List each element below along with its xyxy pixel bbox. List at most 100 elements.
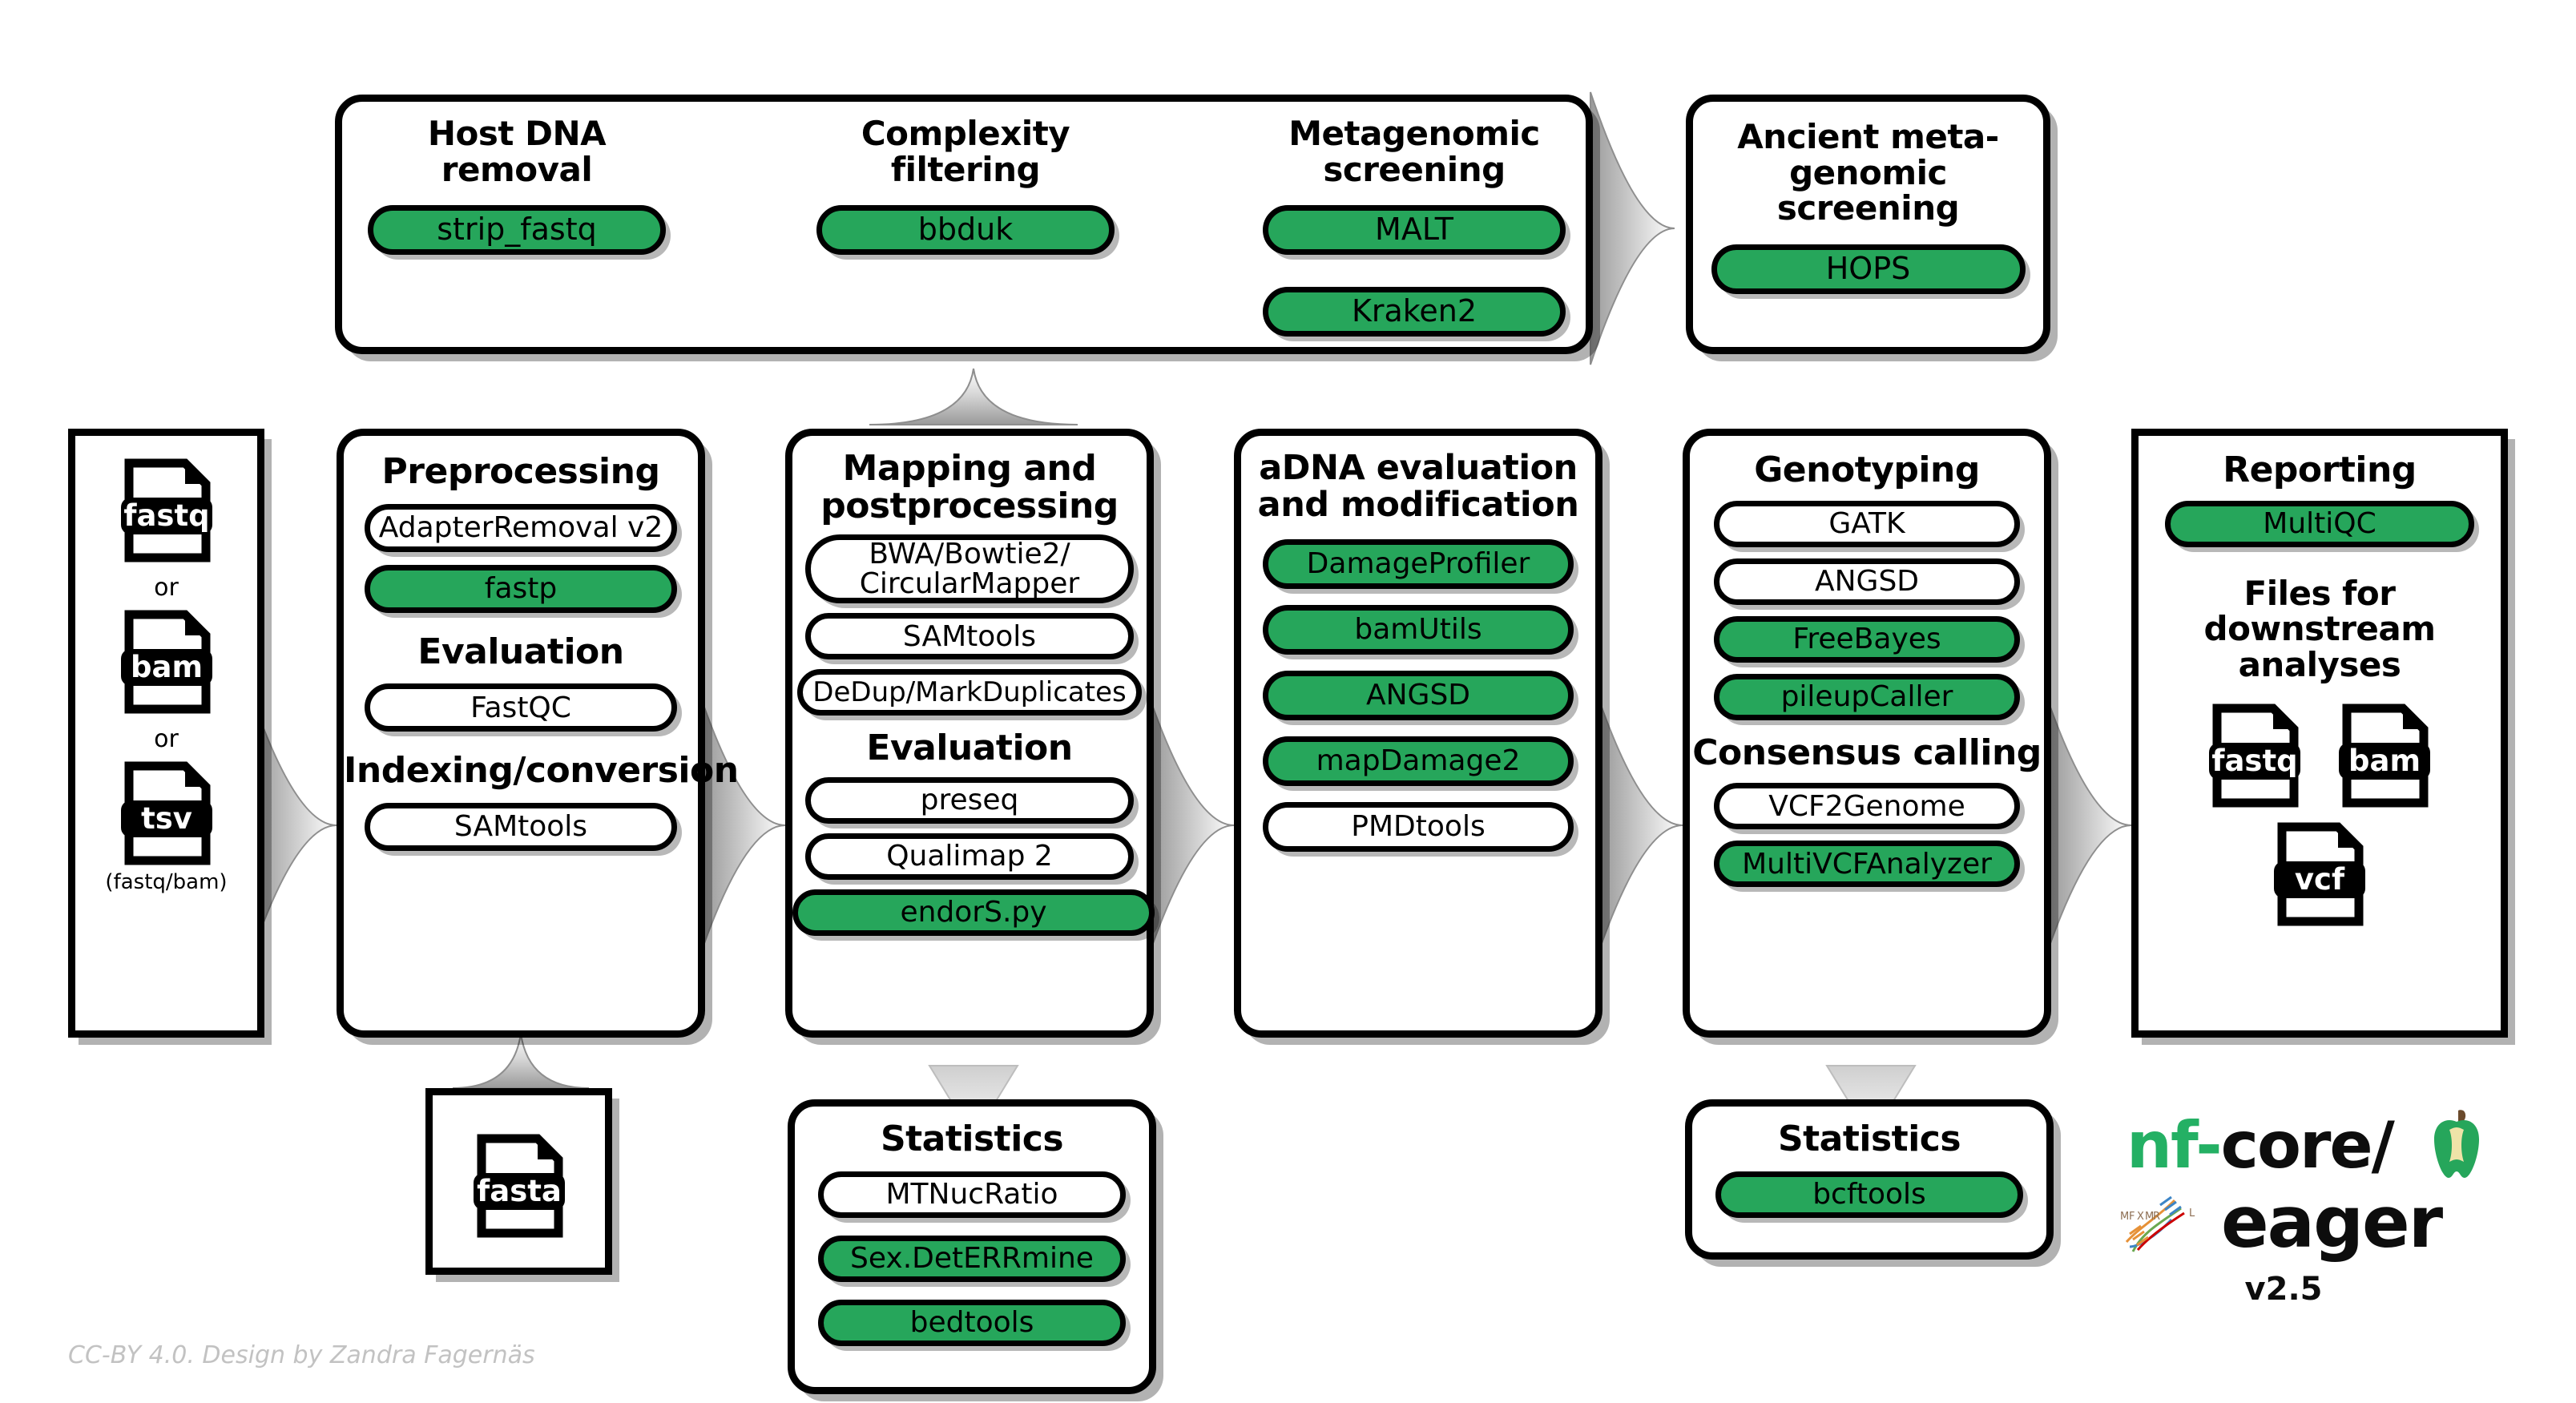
logo-text-core: core/ — [2220, 1108, 2395, 1183]
panel-title: Genotyping — [1754, 450, 1980, 490]
arrow-genotyping-to-reporting — [2049, 704, 2132, 946]
svg-text:M: M — [2145, 1211, 2154, 1223]
tool-pill-vcf2genome[interactable]: VCF2Genome — [1714, 783, 2020, 830]
tool-pill-sex-deterrmine[interactable]: Sex.DetERRmine — [818, 1235, 1126, 1282]
tool-pill-angsd[interactable]: ANGSD — [1714, 558, 2020, 605]
title-line: postprocessing — [820, 485, 1119, 526]
tool-label: DamageProfiler — [1306, 547, 1530, 581]
tool-pill-samtools[interactable]: SAMtools — [365, 802, 677, 851]
input-separator-2: or — [154, 725, 179, 753]
panel-input-files[interactable]: fastq or bam or tsv (fastq/bam) — [68, 429, 264, 1038]
tool-pill-angsd[interactable]: ANGSD — [1263, 671, 1574, 721]
tool-label: fastp — [484, 571, 558, 605]
svg-text:F: F — [2129, 1211, 2135, 1223]
file-icon-vcf: vcf — [2272, 822, 2367, 926]
tool-pill-freebayes[interactable]: FreeBayes — [1714, 615, 2020, 663]
title-line: Files for downstream — [2203, 573, 2437, 649]
column-title: Complexity filtering — [809, 115, 1122, 189]
svg-text:fastq: fastq — [2211, 744, 2297, 778]
arrow-mapping-to-screening — [869, 368, 1078, 425]
tool-pill-malt[interactable]: MALT — [1263, 205, 1566, 256]
tool-pill-qualimap2[interactable]: Qualimap 2 — [805, 833, 1134, 880]
column-title: Metagenomic screening — [1258, 115, 1570, 189]
tool-label: DeDup/MarkDuplicates — [812, 675, 1127, 708]
title-line: and modification — [1257, 484, 1579, 525]
tool-pill-endors-py[interactable]: endorS.py — [792, 889, 1155, 936]
svg-text:fasta: fasta — [477, 1174, 562, 1208]
tool-pill-adapterremoval[interactable]: AdapterRemoval v2 — [365, 503, 677, 552]
tool-pill-pmdtools[interactable]: PMDtools — [1263, 802, 1574, 853]
tool-pill-multiqc[interactable]: MultiQC — [2165, 500, 2474, 547]
tool-pill-fastp[interactable]: fastp — [365, 564, 677, 613]
title-line: Mapping and — [842, 448, 1097, 489]
title-line: analyses — [2238, 644, 2401, 684]
tool-pill-gatk[interactable]: GATK — [1714, 500, 2020, 547]
panel-title: Reporting — [2223, 450, 2417, 490]
tool-label: mapDamage2 — [1316, 744, 1521, 778]
section-heading-evaluation: Evaluation — [417, 631, 624, 672]
tool-pill-pileupcaller[interactable]: pileupCaller — [1714, 673, 2020, 720]
reporting-file-icons-row: fastq bam — [2139, 704, 2501, 808]
tool-label: FastQC — [470, 691, 571, 724]
tool-label: HOPS — [1825, 250, 1911, 286]
tool-label: MALT — [1375, 212, 1453, 248]
tool-pill-dedup-markduplicates[interactable]: DeDup/MarkDuplicates — [797, 669, 1142, 716]
input-note: (fastq/bam) — [105, 870, 228, 894]
panel-title: Statistics — [880, 1119, 1064, 1159]
tool-pill-samtools[interactable]: SAMtools — [805, 613, 1134, 660]
arrow-reference-to-preprocessing — [452, 1033, 590, 1089]
title-line: genomic screening — [1776, 152, 1960, 228]
file-icon-fastq: fastq — [119, 458, 214, 562]
tool-pill-mtnucratio[interactable]: MTNucRatio — [818, 1171, 1126, 1218]
panel-reporting[interactable]: Reporting MultiQC Files for downstream a… — [2131, 429, 2508, 1038]
panel-mapping-postprocessing[interactable]: Mapping and postprocessing BWA/Bowtie2/ … — [785, 429, 1155, 1038]
panel-adna-evaluation[interactable]: aDNA evaluation and modification DamageP… — [1234, 429, 1602, 1038]
panel-ancient-metagenomic-screening[interactable]: Ancient meta- genomic screening HOPS — [1686, 95, 2050, 354]
svg-text:L: L — [2189, 1207, 2195, 1220]
input-separator-1: or — [154, 574, 179, 602]
tool-label: Qualimap 2 — [886, 840, 1053, 873]
title-line: filtering — [890, 149, 1041, 189]
tool-pill-bedtools[interactable]: bedtools — [818, 1299, 1126, 1346]
tool-pill-multivcfanalyzer[interactable]: MultiVCFAnalyzer — [1714, 841, 2020, 888]
tool-pill-mapdamage2[interactable]: mapDamage2 — [1263, 736, 1574, 787]
panel-statistics-mapping[interactable]: Statistics MTNucRatio Sex.DetERRmine bed… — [788, 1099, 1156, 1394]
file-icon-fastq: fastq — [2207, 704, 2302, 808]
tool-label: bcftools — [1812, 1177, 1926, 1211]
tool-pill-bamutils[interactable]: bamUtils — [1263, 605, 1574, 655]
tool-label-line: BWA/Bowtie2/ — [869, 537, 1070, 570]
panel-title: Ancient meta- genomic screening — [1693, 119, 2043, 227]
tool-pill-kraken2[interactable]: Kraken2 — [1263, 287, 1566, 337]
panel-statistics-genotyping[interactable]: Statistics bcftools — [1685, 1099, 2054, 1260]
panel-title: Preprocessing — [381, 451, 660, 492]
tool-pill-preseq[interactable]: preseq — [805, 776, 1134, 824]
title-line: screening — [1323, 149, 1506, 189]
tool-pill-fastqc[interactable]: FastQC — [365, 683, 677, 732]
title-line: Ancient meta- — [1737, 117, 1999, 156]
tool-pill-bwa-bowtie2-circularmapper[interactable]: BWA/Bowtie2/ CircularMapper — [805, 534, 1134, 604]
section-heading-consensus-calling: Consensus calling — [1692, 732, 2042, 773]
tool-label: SAMtools — [902, 619, 1037, 653]
tool-label: bedtools — [909, 1305, 1034, 1339]
column-title: Host DNA removal — [361, 115, 673, 187]
svg-text:fastq: fastq — [123, 498, 209, 533]
section-heading-indexing: Indexing/conversion — [344, 750, 739, 792]
section-heading-evaluation: Evaluation — [866, 728, 1073, 769]
tool-label: AdapterRemoval v2 — [378, 510, 663, 544]
panel-reference-fasta[interactable]: fasta — [425, 1088, 612, 1275]
tool-pill-hops[interactable]: HOPS — [1711, 244, 2026, 294]
panel-genotyping[interactable]: Genotyping GATK ANGSD FreeBayes pileupCa… — [1683, 429, 2051, 1038]
tool-label: MultiQC — [2263, 506, 2376, 540]
tool-pill-bcftools[interactable]: bcftools — [1715, 1171, 2023, 1218]
tool-label: FreeBayes — [1792, 622, 1941, 655]
tool-pill-bbduk[interactable]: bbduk — [816, 205, 1115, 256]
tool-label: strip_fastq — [437, 212, 597, 248]
logo-line-eager: eager — [2221, 1181, 2443, 1264]
tool-label-line: CircularMapper — [859, 567, 1080, 601]
tool-pill-damageprofiler[interactable]: DamageProfiler — [1263, 539, 1574, 590]
panel-preprocessing[interactable]: Preprocessing AdapterRemoval v2 fastp Ev… — [337, 429, 739, 1038]
panel-title: Mapping and postprocessing — [792, 450, 1147, 525]
tool-pill-strip-fastq[interactable]: strip_fastq — [368, 205, 666, 256]
